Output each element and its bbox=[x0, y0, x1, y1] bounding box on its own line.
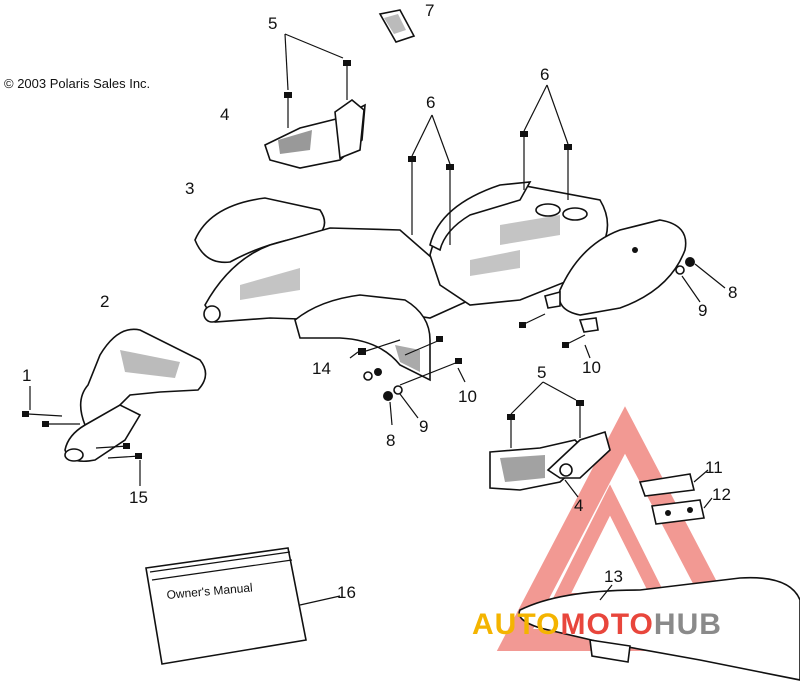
callout-1: 1 bbox=[22, 366, 32, 385]
callout-11: 11 bbox=[705, 458, 723, 477]
screws-6 bbox=[408, 84, 572, 245]
part-16-owners-manual bbox=[145, 547, 341, 665]
watermark-hub: HUB bbox=[653, 608, 722, 641]
callout-5-lower: 5 bbox=[537, 363, 547, 382]
callout-8-center: 8 bbox=[386, 431, 396, 450]
watermark-auto: AUTO bbox=[472, 608, 561, 641]
callout-12: 12 bbox=[712, 485, 731, 504]
callout-9-right: 9 bbox=[698, 301, 708, 320]
part-2-front-fascia bbox=[64, 328, 207, 463]
callout-8-right: 8 bbox=[728, 283, 738, 302]
callout-2: 2 bbox=[100, 292, 110, 311]
callout-5-upper: 5 bbox=[268, 14, 278, 33]
callout-9-center: 9 bbox=[419, 417, 429, 436]
callout-6-right: 6 bbox=[540, 65, 550, 84]
callout-16: 16 bbox=[337, 583, 356, 602]
callout-3: 3 bbox=[185, 179, 195, 198]
watermark-moto: MOTO bbox=[560, 608, 654, 641]
part-4-upper-footwell bbox=[264, 98, 366, 169]
rear-body bbox=[429, 181, 687, 333]
watermark-text: AUTOMOTOHUB bbox=[472, 608, 722, 642]
callout-4-upper: 4 bbox=[220, 105, 230, 124]
screws-5-lower bbox=[507, 381, 584, 498]
callout-14: 14 bbox=[312, 359, 331, 378]
callout-4-lower: 4 bbox=[574, 496, 584, 515]
bolts-10-right bbox=[519, 313, 591, 359]
callout-6-left: 6 bbox=[426, 93, 436, 112]
callout-10-center: 10 bbox=[458, 387, 477, 406]
part-7-bracket bbox=[378, 9, 416, 43]
callout-15: 15 bbox=[129, 488, 148, 507]
copyright-notice: © 2003 Polaris Sales Inc. bbox=[4, 76, 151, 91]
callout-13: 13 bbox=[604, 567, 623, 586]
screws-5-top bbox=[284, 33, 351, 128]
callout-7: 7 bbox=[425, 1, 435, 20]
hardware-center bbox=[349, 336, 466, 426]
callout-10-right: 10 bbox=[582, 358, 601, 377]
part-4-lower-footwell bbox=[489, 430, 611, 491]
part-13-seat bbox=[518, 576, 800, 681]
hardware-8-9-right bbox=[675, 257, 726, 303]
part-3-front-body bbox=[194, 197, 472, 382]
screws-1-15 bbox=[22, 386, 142, 486]
decals-11-12 bbox=[638, 469, 713, 525]
